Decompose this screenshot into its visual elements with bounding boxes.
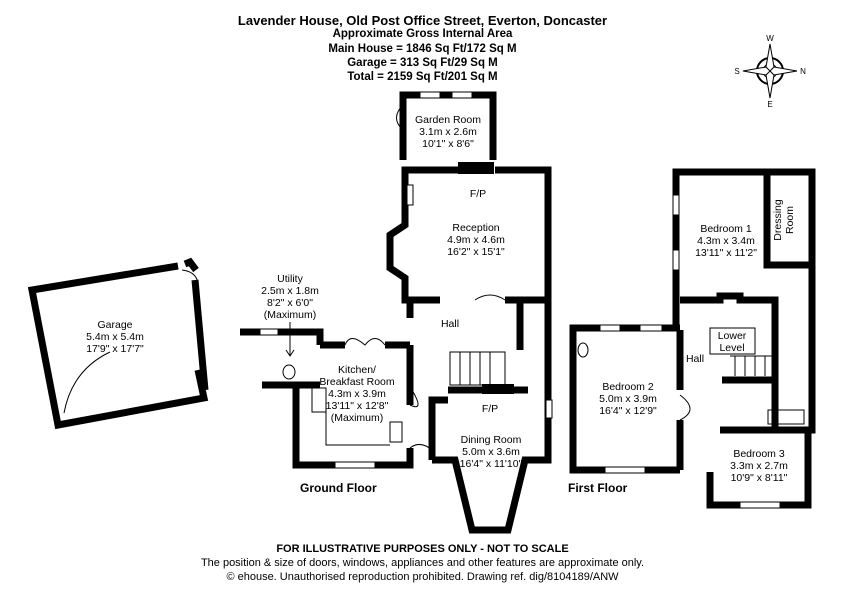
svg-text:Breakfast Room: Breakfast Room [319,376,395,388]
svg-text:4.9m x 4.6m: 4.9m x 4.6m [447,234,505,246]
svg-text:16'4" x 11'10": 16'4" x 11'10" [460,458,523,470]
svg-text:8'2" x 6'0": 8'2" x 6'0" [267,297,313,309]
room-bedroom-2: Bedroom 2 5.0m x 3.9m 16'4" x 12'9" [599,381,657,417]
compass-s: S [734,67,739,76]
compass-n: N [800,67,806,76]
svg-text:3.3m x 2.7m: 3.3m x 2.7m [730,460,788,472]
svg-text:(Maximum): (Maximum) [331,412,384,424]
room-utility: Utility 2.5m x 1.8m 8'2" x 6'0" (Maximum… [261,273,319,321]
svg-text:2.5m x 1.8m: 2.5m x 1.8m [261,285,319,297]
fireplace-label-2: F/P [482,403,498,415]
plan-title: Lavender House, Old Post Office Street, … [237,13,608,28]
svg-text:Bedroom 3: Bedroom 3 [733,448,785,460]
first-floor-label: First Floor [568,481,628,495]
compass-icon: W E S N [734,34,806,109]
room-garden-room: Garden Room 3.1m x 2.6m 10'1" x 8'6" [415,114,481,150]
svg-text:17'9" x 17'7": 17'9" x 17'7" [86,343,144,355]
svg-text:Dressing: Dressing [772,199,784,241]
svg-text:(Maximum): (Maximum) [264,309,317,321]
svg-text:Room: Room [784,206,796,234]
room-garage: Garage 5.4m x 5.4m 17'9" x 17'7" [86,319,144,355]
main-house-area: Main House = 1846 Sq Ft/172 Sq M [328,43,517,55]
garage-area: Garage = 313 Sq Ft/29 Sq M [347,57,498,69]
svg-text:Bedroom 1: Bedroom 1 [700,223,752,235]
svg-text:16'4" x 12'9": 16'4" x 12'9" [599,405,657,417]
svg-text:Dining Room: Dining Room [461,434,522,446]
svg-text:Utility: Utility [277,273,303,285]
svg-text:Level: Level [719,342,744,354]
svg-text:Lower: Lower [718,330,747,342]
lower-level-label: Lower Level [718,330,747,354]
svg-text:3.1m x 2.6m: 3.1m x 2.6m [419,126,477,138]
svg-text:16'2" x 15'1": 16'2" x 15'1" [447,246,505,258]
ground-floor-walls [240,91,553,534]
compass-e: E [767,100,772,109]
room-bedroom-1: Bedroom 1 4.3m x 3.4m 13'11" x 11'2" [695,223,757,259]
svg-text:13'11" x 12'8": 13'11" x 12'8" [326,400,389,412]
svg-text:Kitchen/: Kitchen/ [338,364,376,376]
svg-text:10'1" x 8'6": 10'1" x 8'6" [422,138,474,150]
svg-text:5.0m x 3.6m: 5.0m x 3.6m [462,446,520,458]
area-subtitle: Approximate Gross Internal Area [332,28,513,40]
fireplace-label: F/P [470,188,486,200]
features-note: The position & size of doors, windows, a… [200,557,645,569]
ground-floor-label: Ground Floor [300,481,377,495]
room-bedroom-3: Bedroom 3 3.3m x 2.7m 10'9" x 8'11" [730,448,788,484]
svg-text:4.3m x 3.4m: 4.3m x 3.4m [697,235,755,247]
room-hall-ground: Hall [441,318,459,330]
room-reception: Reception 4.9m x 4.6m 16'2" x 15'1" [447,222,505,258]
svg-text:13'11" x 11'2": 13'11" x 11'2" [695,247,757,259]
svg-text:5.4m x 5.4m: 5.4m x 5.4m [86,331,144,343]
room-hall-first: Hall [686,353,704,365]
garage-walls [27,257,209,430]
svg-text:Reception: Reception [452,222,499,234]
svg-text:5.0m x 3.9m: 5.0m x 3.9m [599,393,657,405]
copyright: © ehouse. Unauthorised reproduction proh… [226,571,619,583]
compass-w: W [766,34,774,43]
svg-text:Garage: Garage [97,319,132,331]
svg-text:Garden Room: Garden Room [415,114,481,126]
svg-text:Bedroom 2: Bedroom 2 [602,381,654,393]
room-dining: Dining Room 5.0m x 3.6m 16'4" x 11'10" [460,434,523,470]
room-dressing: Dressing Room [772,199,796,241]
disclaimer: FOR ILLUSTRATIVE PURPOSES ONLY - NOT TO … [276,543,569,555]
svg-text:10'9" x 8'11": 10'9" x 8'11" [731,472,788,484]
room-kitchen: Kitchen/ Breakfast Room 4.3m x 3.9m 13'1… [319,364,395,424]
svg-text:4.3m x 3.9m: 4.3m x 3.9m [328,388,386,400]
total-area: Total = 2159 Sq Ft/201 Sq M [347,71,498,83]
first-floor-walls [569,168,816,509]
